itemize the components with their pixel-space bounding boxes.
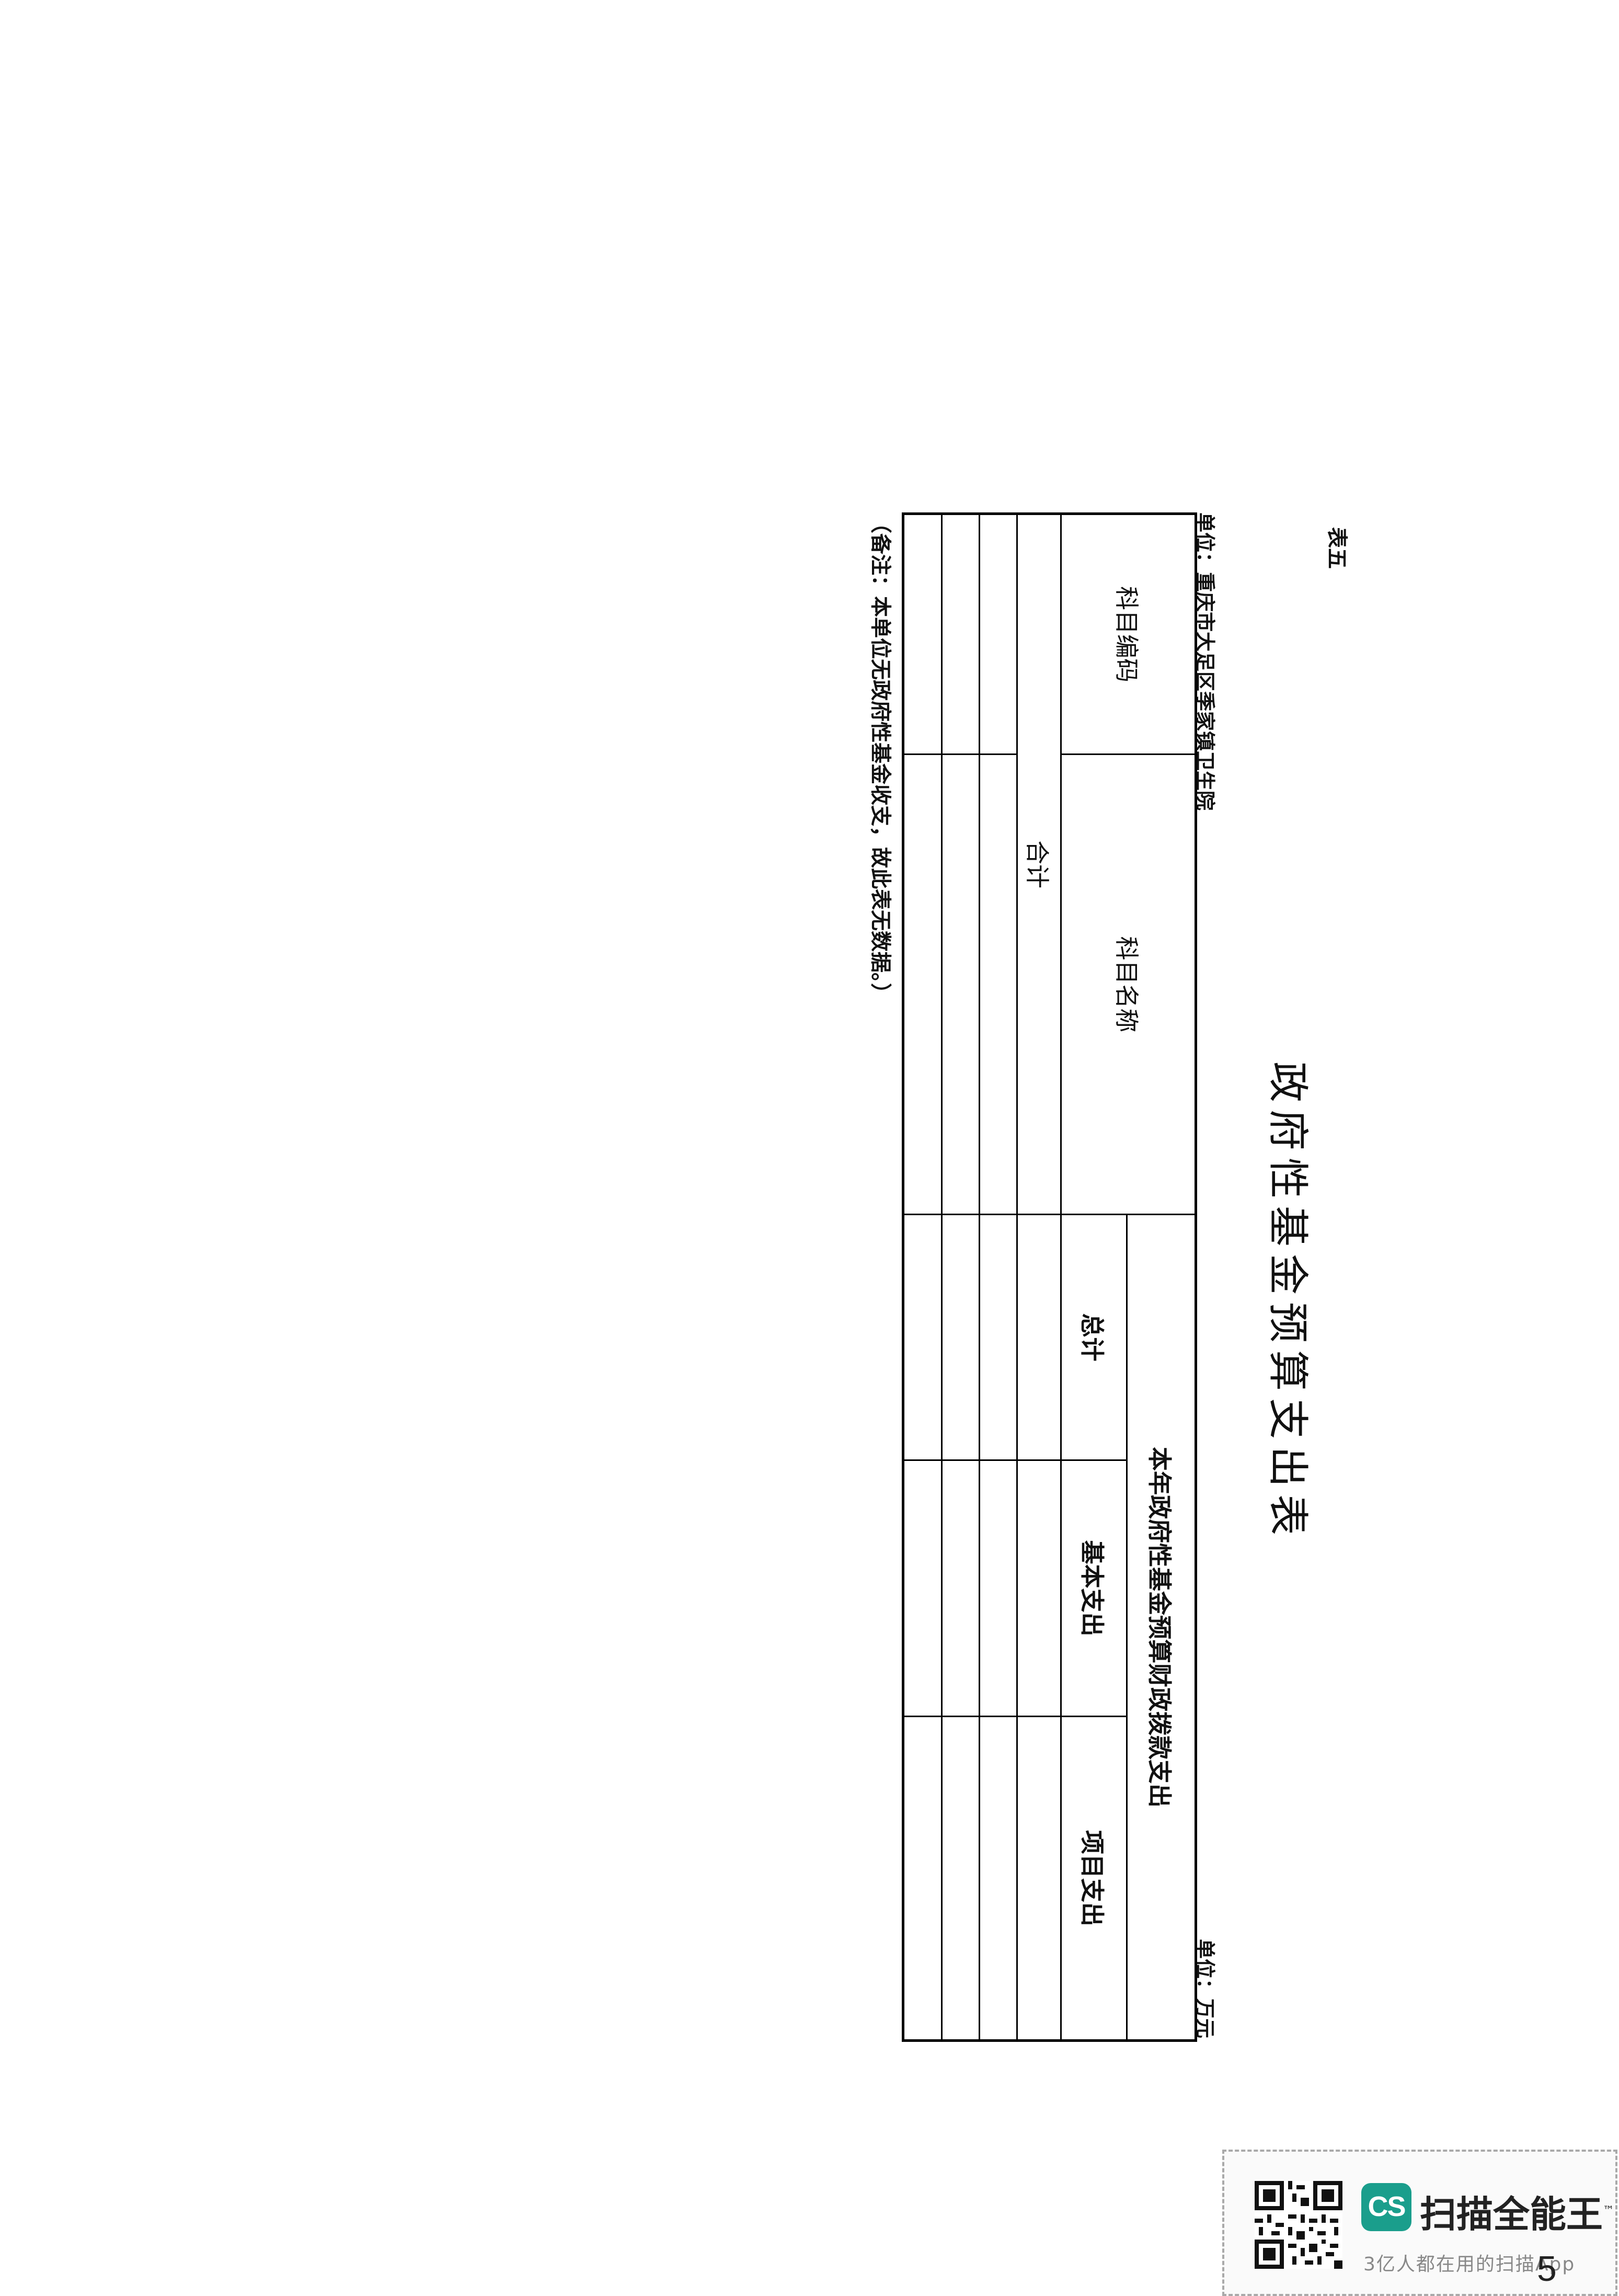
table-cell	[941, 1214, 980, 1460]
table-header-row: 科目编码 科目名称 本年政府性基金预算财政拨款支出	[1061, 513, 1196, 2041]
table-cell	[941, 513, 980, 755]
form-number: 表五	[1325, 527, 1349, 569]
header-basic: 基本支出	[1061, 1460, 1127, 1717]
table-cell	[979, 1460, 1017, 1717]
header-total: 总计	[1061, 1214, 1127, 1460]
table-cell	[903, 1460, 942, 1717]
table-cell	[941, 1460, 980, 1717]
table-row	[941, 513, 980, 2041]
trademark-mark: ™	[1603, 2204, 1614, 2218]
header-subject-name: 科目名称	[1061, 754, 1196, 1215]
table-cell	[979, 513, 1017, 755]
logo-text: CS	[1368, 2191, 1406, 2222]
table-cell	[903, 1214, 942, 1460]
app-name-text: 扫描全能王	[1420, 2193, 1603, 2236]
table-note: （备注：本单位无政府性基金收支，故此表无数据。）	[868, 512, 893, 1004]
total-row-project	[1017, 1716, 1061, 2041]
expenditure-table: 科目编码 科目名称 本年政府性基金预算财政拨款支出 总计 基本支出 项目支出 合…	[902, 512, 1197, 2042]
table-cell	[941, 1716, 980, 2041]
total-row-basic	[1017, 1460, 1061, 1717]
camscanner-logo-icon: CS	[1361, 2183, 1411, 2231]
table-row	[903, 513, 942, 2041]
table-cell	[979, 1214, 1017, 1460]
total-row-total	[1017, 1214, 1061, 1460]
table-cell	[903, 754, 942, 1215]
header-group: 本年政府性基金预算财政拨款支出	[1127, 1214, 1196, 2041]
qr-code-icon	[1255, 2181, 1342, 2269]
page-title: 政府性基金预算支出表	[1264, 1061, 1311, 1543]
app-name: 扫描全能王™	[1420, 2185, 1614, 2238]
rotated-form: 表五 政府性基金预算支出表 单位：重庆市大足区季家镇卫生院 单位：万元 科目编码…	[868, 512, 1364, 2042]
total-row: 合计	[1017, 513, 1061, 2041]
table-cell	[903, 513, 942, 755]
table-cell	[903, 1716, 942, 2041]
page-number: 5	[1537, 2249, 1557, 2289]
table-cell	[979, 754, 1017, 1215]
header-subject-code: 科目编码	[1061, 513, 1196, 755]
camscanner-watermark: CS 扫描全能王™ 3亿人都在用的扫描App	[1222, 2150, 1617, 2296]
table-cell	[941, 754, 980, 1215]
table-cell	[979, 1716, 1017, 2041]
header-project: 项目支出	[1061, 1716, 1127, 2041]
table-row	[979, 513, 1017, 2041]
app-tagline: 3亿人都在用的扫描App	[1363, 2254, 1576, 2275]
total-row-label: 合计	[1017, 513, 1061, 1215]
